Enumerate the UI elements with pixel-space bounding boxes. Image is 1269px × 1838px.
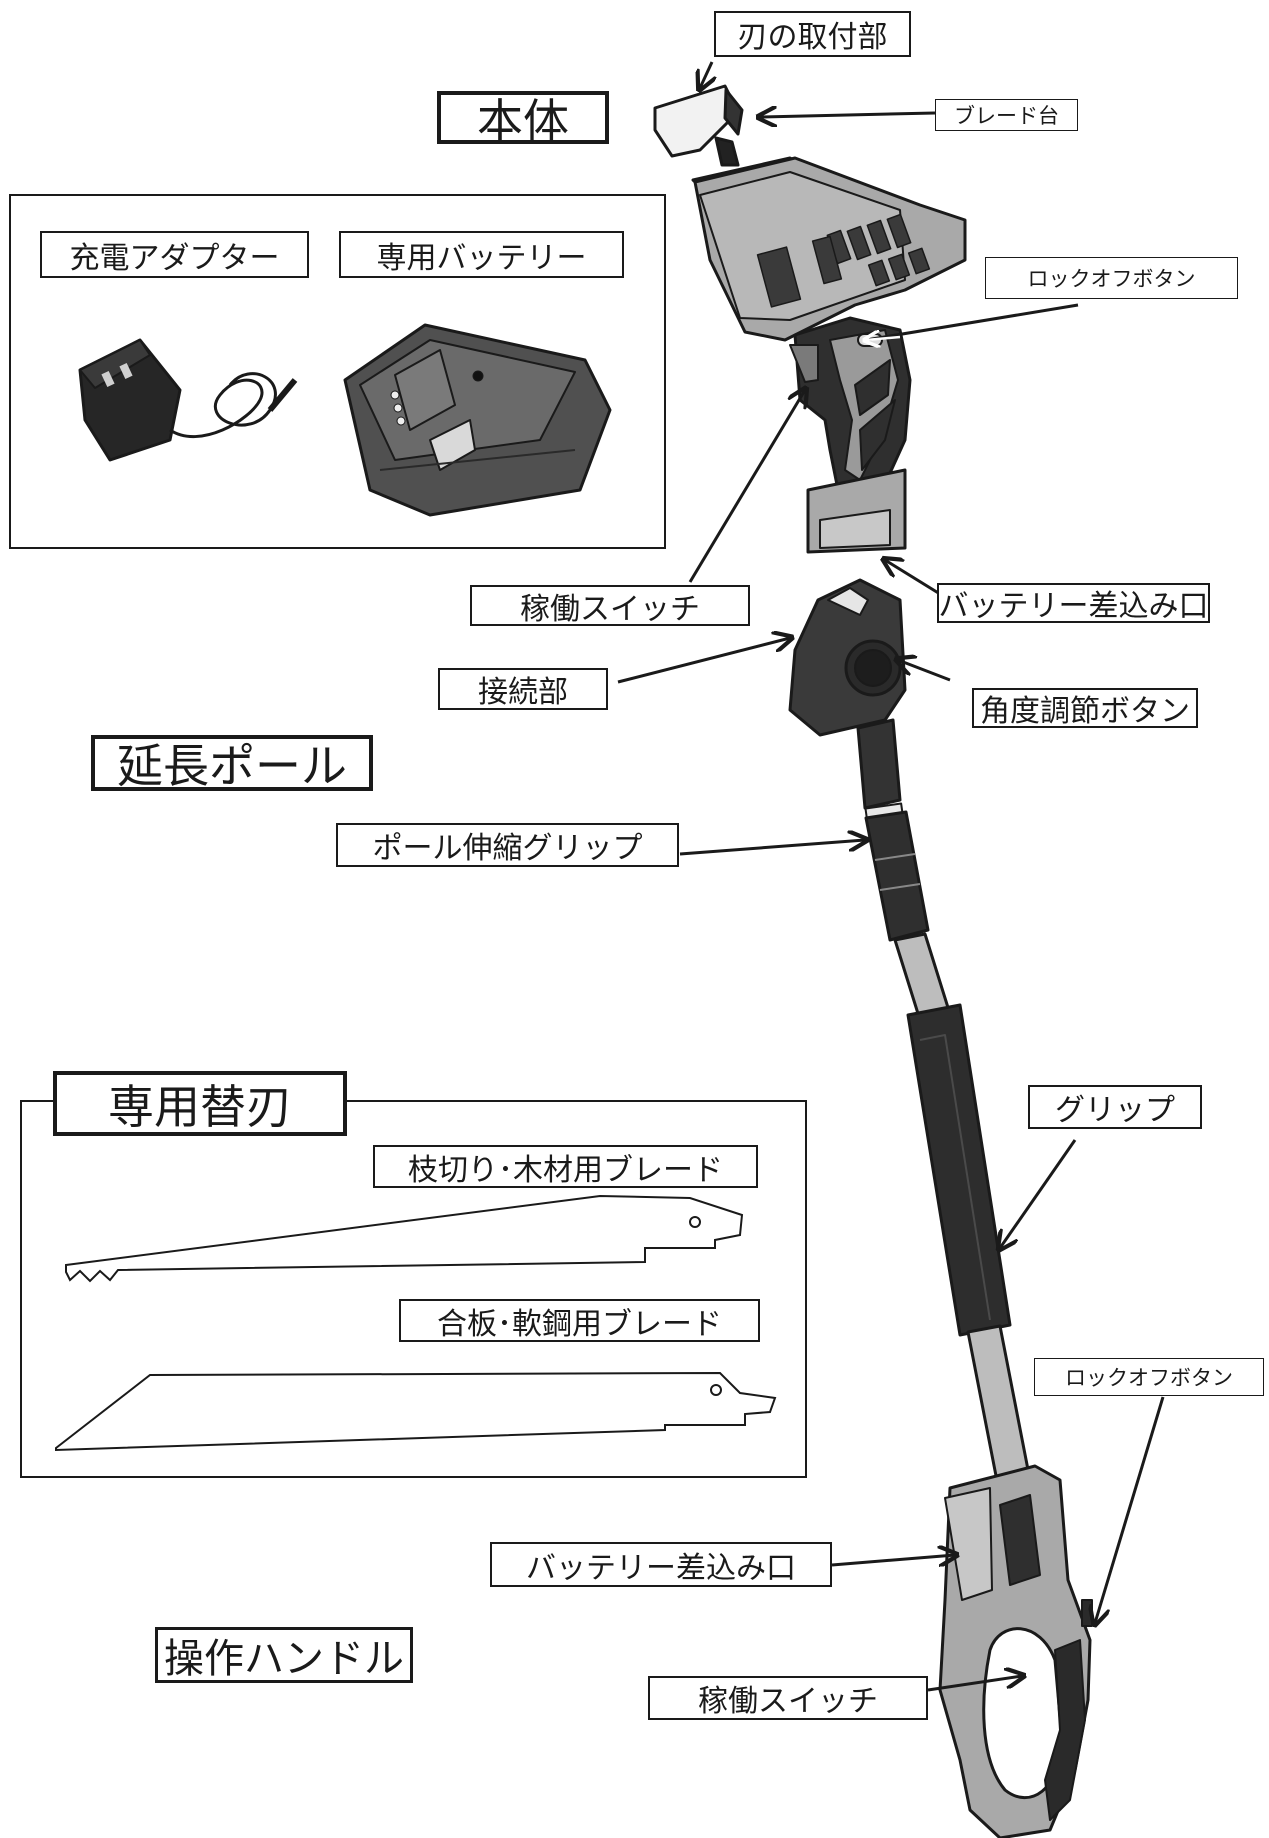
connector-label: 接続部 bbox=[438, 668, 608, 710]
blades-title: 専用替刃 bbox=[53, 1071, 347, 1136]
blade-mount-label: 刃の取付部 bbox=[714, 11, 911, 57]
steel-blade-label: 合板･軟鋼用ブレード bbox=[399, 1299, 760, 1342]
saw-body-icon bbox=[653, 84, 967, 554]
main-body-title: 本体 bbox=[437, 91, 609, 148]
handle-icon bbox=[938, 1464, 1093, 1838]
blade-clamp bbox=[653, 84, 740, 158]
accessories-panel bbox=[9, 194, 666, 549]
operating-handle-title: 操作ハンドル bbox=[155, 1627, 413, 1683]
arrow-icon bbox=[617, 61, 1165, 1692]
battery-slot-bottom-label: バッテリー差込み口 bbox=[490, 1542, 832, 1587]
pole-grip-label: ポール伸縮グリップ bbox=[336, 823, 679, 867]
wood-blade-label: 枝切り･木材用ブレード bbox=[373, 1145, 758, 1188]
blade-stand-label: ブレード台 bbox=[935, 99, 1078, 131]
lock-off-button-top-label: ロックオフボタン bbox=[985, 257, 1238, 299]
battery-slot-top-label: バッテリー差込み口 bbox=[937, 583, 1210, 624]
extension-pole-title: 延長ポール bbox=[91, 735, 373, 793]
angle-button-label: 角度調節ボタン bbox=[972, 688, 1198, 729]
power-switch-bottom-label: 稼働スイッチ bbox=[648, 1676, 928, 1720]
pole-grip bbox=[864, 810, 930, 942]
blade-icon bbox=[55, 1194, 777, 1452]
steel-blade bbox=[55, 1371, 777, 1452]
battery-icon bbox=[343, 323, 612, 517]
pole-icon bbox=[788, 578, 1032, 1488]
grip-label: グリップ bbox=[1028, 1085, 1202, 1129]
foam-grip bbox=[906, 1003, 1012, 1337]
lock-off-button-bottom-label: ロックオフボタン bbox=[1034, 1358, 1264, 1396]
battery-label: 専用バッテリー bbox=[339, 231, 624, 278]
blades-panel bbox=[20, 1100, 807, 1478]
charger-label: 充電アダプター bbox=[40, 231, 309, 278]
charger-icon bbox=[78, 338, 298, 462]
power-switch-top-label: 稼働スイッチ bbox=[470, 585, 750, 627]
wood-blade bbox=[65, 1194, 744, 1283]
